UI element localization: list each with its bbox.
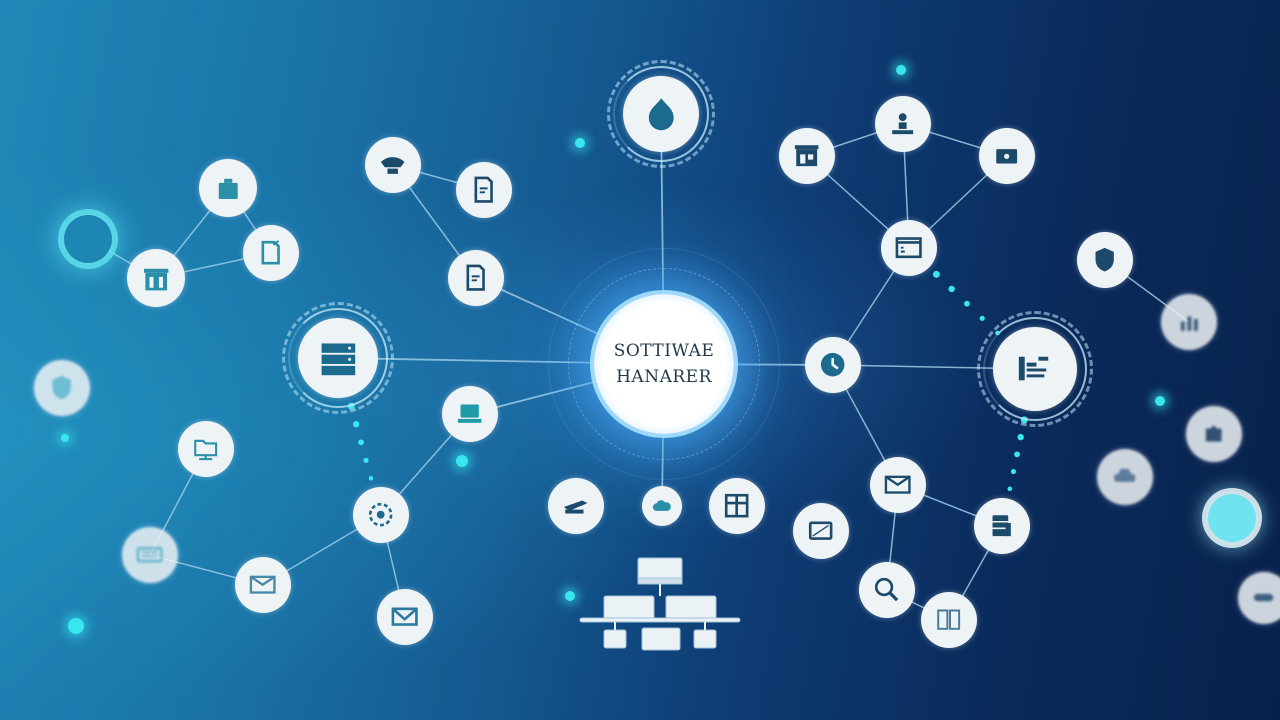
envelope-icon — [235, 557, 291, 613]
server-rack-icon — [298, 318, 378, 398]
building-icon — [127, 249, 185, 307]
node-trash-doc[interactable] — [448, 250, 504, 306]
dotted-link-dot — [964, 300, 970, 307]
puzzle-icon — [1186, 406, 1242, 462]
keyboard-icon — [122, 527, 178, 583]
node-clock[interactable] — [805, 337, 861, 393]
terminal-icon — [881, 220, 937, 276]
node-server-rack[interactable] — [282, 302, 394, 414]
mail-icon — [377, 589, 433, 645]
brain-network-icon — [353, 487, 409, 543]
node-building-left[interactable] — [127, 249, 185, 307]
dotted-link-dot — [1007, 486, 1013, 492]
software-manager-hub[interactable]: SOTTIWAE HANARER — [594, 294, 734, 434]
dotted-link-dot — [358, 439, 364, 446]
dotted-link-dot — [368, 476, 374, 481]
node-doc-edit-left[interactable] — [243, 225, 299, 281]
node-dashboard[interactable] — [977, 311, 1093, 427]
node-mail[interactable] — [377, 589, 433, 645]
clock-icon — [805, 337, 861, 393]
node-envelope-mid[interactable] — [870, 457, 926, 513]
router-icon — [365, 137, 421, 193]
laptop-icon — [442, 386, 498, 442]
tablet-icon — [793, 503, 849, 559]
node-camera-box[interactable] — [979, 128, 1035, 184]
node-envelope-open[interactable] — [235, 557, 291, 613]
node-shield-faded[interactable] — [34, 360, 90, 416]
node-router[interactable] — [365, 137, 421, 193]
node-terminal[interactable] — [881, 220, 937, 276]
glow-dot — [61, 434, 69, 442]
search-icon — [859, 562, 915, 618]
camera-icon — [979, 128, 1035, 184]
node-document-right[interactable] — [456, 162, 512, 218]
node-folder-monitor[interactable] — [178, 421, 234, 477]
glow-dot — [456, 455, 468, 467]
briefcase-icon — [199, 159, 257, 217]
dotted-link-dot — [932, 270, 940, 278]
glow-dot — [68, 618, 84, 634]
book-icon — [921, 592, 977, 648]
node-laptop-teal[interactable] — [442, 386, 498, 442]
node-briefcase[interactable] — [199, 159, 257, 217]
node-cloud-drop[interactable] — [607, 60, 715, 168]
node-user-upload[interactable] — [875, 96, 931, 152]
node-storefront[interactable] — [779, 128, 835, 184]
glow-dot — [896, 65, 906, 75]
dotted-link-dot — [1014, 451, 1020, 458]
node-cloud-mid[interactable] — [642, 486, 682, 526]
chart-icon — [1161, 294, 1217, 350]
document-icon — [456, 162, 512, 218]
node-stapler[interactable] — [548, 478, 604, 534]
user-upload-icon — [875, 96, 931, 152]
node-shield-right[interactable] — [1077, 232, 1133, 288]
node-faded-right[interactable] — [1238, 572, 1280, 624]
node-book[interactable] — [921, 592, 977, 648]
hub-title-line1: SOTTIWAE — [613, 341, 715, 361]
node-toolbox[interactable] — [122, 527, 178, 583]
node-search[interactable] — [859, 562, 915, 618]
dotted-link-dot — [948, 285, 955, 293]
node-tablet[interactable] — [793, 503, 849, 559]
server-network-icon — [576, 556, 744, 652]
dotted-link-dot — [979, 315, 985, 321]
node-brain[interactable] — [353, 487, 409, 543]
hub-ring — [568, 268, 760, 460]
hub-outer-ring — [548, 248, 780, 480]
document-edit-icon — [243, 225, 299, 281]
stapler-icon — [548, 478, 604, 534]
node-puzzle-right[interactable] — [1186, 406, 1242, 462]
hub-title-line2: HANARER — [616, 367, 712, 387]
envelope-icon — [870, 457, 926, 513]
window-grid-icon — [709, 478, 765, 534]
glow-dot — [565, 591, 575, 601]
node-glow-right[interactable] — [1208, 494, 1256, 542]
glow-dot — [575, 138, 585, 148]
toggle-icon — [1238, 572, 1280, 624]
dotted-link-dot — [1010, 468, 1017, 475]
node-glow-left[interactable] — [64, 215, 112, 263]
shield-icon — [34, 360, 90, 416]
dashboard-icon — [993, 327, 1077, 411]
folder-monitor-icon — [178, 421, 234, 477]
node-car-right[interactable] — [1097, 449, 1153, 505]
node-window-grid[interactable] — [709, 478, 765, 534]
cloud-drop-icon — [623, 76, 699, 152]
car-icon — [1097, 449, 1153, 505]
dotted-link-dot — [363, 457, 369, 463]
node-chart-right[interactable] — [1161, 294, 1217, 350]
document-icon — [448, 250, 504, 306]
cloud-icon — [642, 486, 682, 526]
node-database-doc[interactable] — [974, 498, 1030, 554]
storefront-icon — [779, 128, 835, 184]
glow-dot — [1155, 396, 1165, 406]
database-icon — [974, 498, 1030, 554]
shield-icon — [1077, 232, 1133, 288]
dotted-link-dot — [1017, 433, 1024, 441]
dotted-link-dot — [352, 421, 360, 428]
